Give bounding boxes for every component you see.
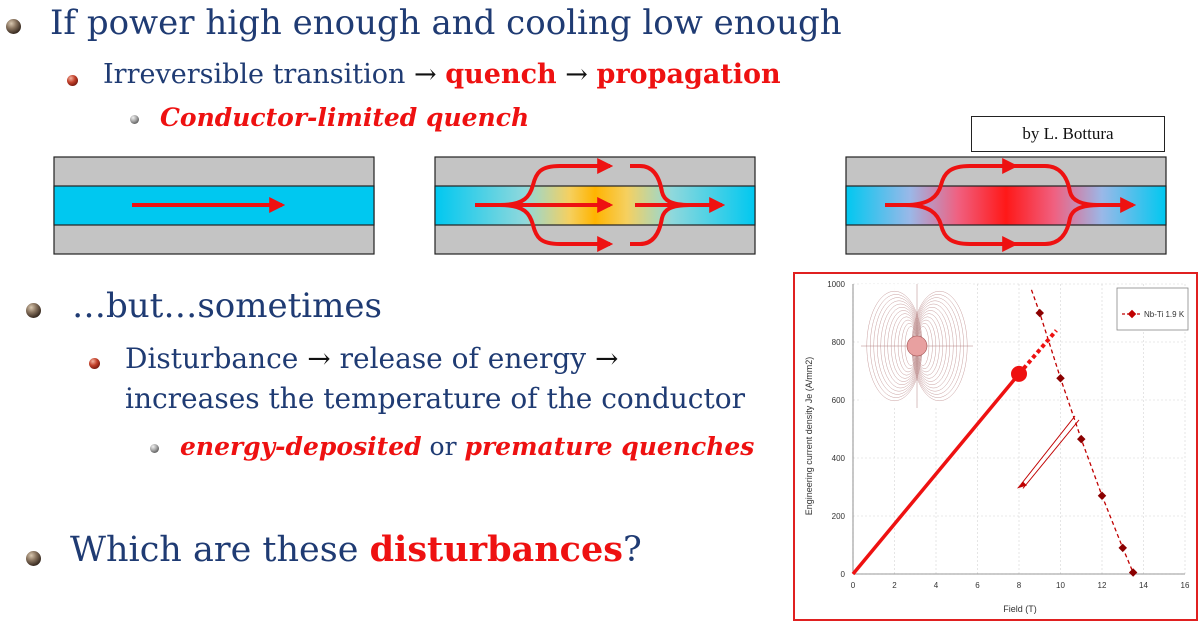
chart-axes bbox=[852, 284, 1185, 575]
data-point bbox=[1128, 568, 1138, 577]
conductor-limited-quench: Conductor-limited quench bbox=[160, 103, 530, 132]
data-point bbox=[1077, 434, 1086, 444]
quench-propagation-diagram bbox=[53, 156, 1167, 255]
conductor-normal bbox=[53, 156, 375, 255]
coil-cross-section bbox=[906, 335, 928, 357]
x-tick-label: 16 bbox=[1181, 581, 1190, 590]
degradation-arrow bbox=[1022, 419, 1080, 489]
x-tick-label: 14 bbox=[1139, 581, 1148, 590]
bullet-which-disturbances: Which are these disturbances? bbox=[70, 526, 642, 574]
bullet-disturbance-line2: increases the temperature of the conduct… bbox=[125, 382, 745, 415]
transition-text: Irreversible transition bbox=[103, 59, 406, 90]
x-tick-label: 6 bbox=[975, 581, 980, 590]
conductor-heating bbox=[434, 156, 756, 255]
chart-legend: Nb-Ti 1.9 K bbox=[1116, 287, 1189, 331]
disturbance-text: Disturbance bbox=[125, 342, 299, 375]
question-mark: ? bbox=[622, 530, 642, 570]
bullet-marker bbox=[150, 444, 159, 453]
arrow-icon: → bbox=[594, 342, 619, 375]
critical-current-line bbox=[1030, 289, 1134, 573]
arrow-icon: → bbox=[565, 59, 588, 90]
y-tick-label: 400 bbox=[832, 454, 846, 463]
x-tick-label: 8 bbox=[1017, 581, 1022, 590]
degradation-arrowhead bbox=[1016, 481, 1027, 489]
data-point bbox=[1056, 374, 1065, 383]
bullet-irreversible-transition: Irreversible transition → quench → propa… bbox=[103, 57, 781, 93]
bullet-but-sometimes: …but…sometimes bbox=[72, 286, 382, 326]
bullet-disturbance: Disturbance → release of energy → bbox=[125, 340, 618, 378]
legend-label: Nb-Ti 1.9 K bbox=[1144, 310, 1185, 319]
data-point bbox=[1118, 543, 1127, 553]
premature-quenches-text: premature quenches bbox=[464, 432, 755, 461]
coil-field-map bbox=[861, 284, 973, 408]
y-tick-label: 800 bbox=[832, 338, 846, 347]
bullet-power-cooling: If power high enough and cooling low eno… bbox=[50, 3, 842, 43]
propagation-text: propagation bbox=[596, 59, 781, 90]
y-axis-label: Engineering current density Je (A/mm2) bbox=[804, 357, 814, 516]
y-tick-label: 0 bbox=[841, 570, 846, 579]
x-tick-label: 2 bbox=[892, 581, 897, 590]
disturbances-text: disturbances bbox=[369, 529, 623, 570]
conductor-quenched bbox=[845, 156, 1167, 255]
chart-svg: 0 2 4 6 8 10 12 14 16 0 200 400 600 800 1000 Nb-Ti 1.9… bbox=[804, 280, 1190, 614]
y-tick-label: 1000 bbox=[827, 280, 845, 289]
x-tick-label: 10 bbox=[1056, 581, 1065, 590]
bullet-marker bbox=[67, 75, 78, 86]
energy-deposited-text: energy-deposited bbox=[180, 432, 422, 461]
author-credit: by L. Bottura bbox=[971, 116, 1165, 152]
arrow-icon: → bbox=[307, 342, 331, 375]
y-tick-label: 200 bbox=[832, 512, 846, 521]
y-tick-label: 600 bbox=[832, 396, 846, 405]
bullet-marker bbox=[6, 19, 21, 34]
bullet-marker bbox=[26, 551, 41, 566]
data-point bbox=[1097, 491, 1107, 500]
x-tick-label: 0 bbox=[851, 581, 856, 590]
question-text: Which are these bbox=[70, 530, 359, 570]
or-text: or bbox=[429, 432, 457, 461]
chart-series bbox=[1030, 289, 1138, 577]
quench-text: quench bbox=[445, 59, 557, 90]
bullet-quench-types: energy-deposited or premature quenches bbox=[180, 430, 754, 464]
x-tick-label: 12 bbox=[1098, 581, 1107, 590]
load-line bbox=[851, 329, 1080, 576]
load-line-extension bbox=[1017, 329, 1058, 376]
x-tick-label: 4 bbox=[934, 581, 939, 590]
degradation-arrow bbox=[1020, 415, 1076, 485]
bullet-marker bbox=[89, 358, 100, 369]
data-point bbox=[1035, 308, 1044, 318]
operating-point bbox=[1011, 365, 1027, 382]
bullet-marker bbox=[130, 115, 139, 124]
arrow-icon: → bbox=[414, 59, 437, 90]
critical-current-chart: 0 2 4 6 8 10 12 14 16 0 200 400 600 800 1000 Nb-Ti 1.9… bbox=[793, 272, 1198, 621]
x-axis-label: Field (T) bbox=[1003, 604, 1037, 614]
load-line-segment bbox=[851, 372, 1021, 576]
chart-ticks: 0 2 4 6 8 10 12 14 16 0 200 400 600 800 1000 bbox=[827, 280, 1190, 590]
release-energy-text: release of energy bbox=[339, 342, 587, 375]
bullet-marker bbox=[26, 303, 41, 318]
